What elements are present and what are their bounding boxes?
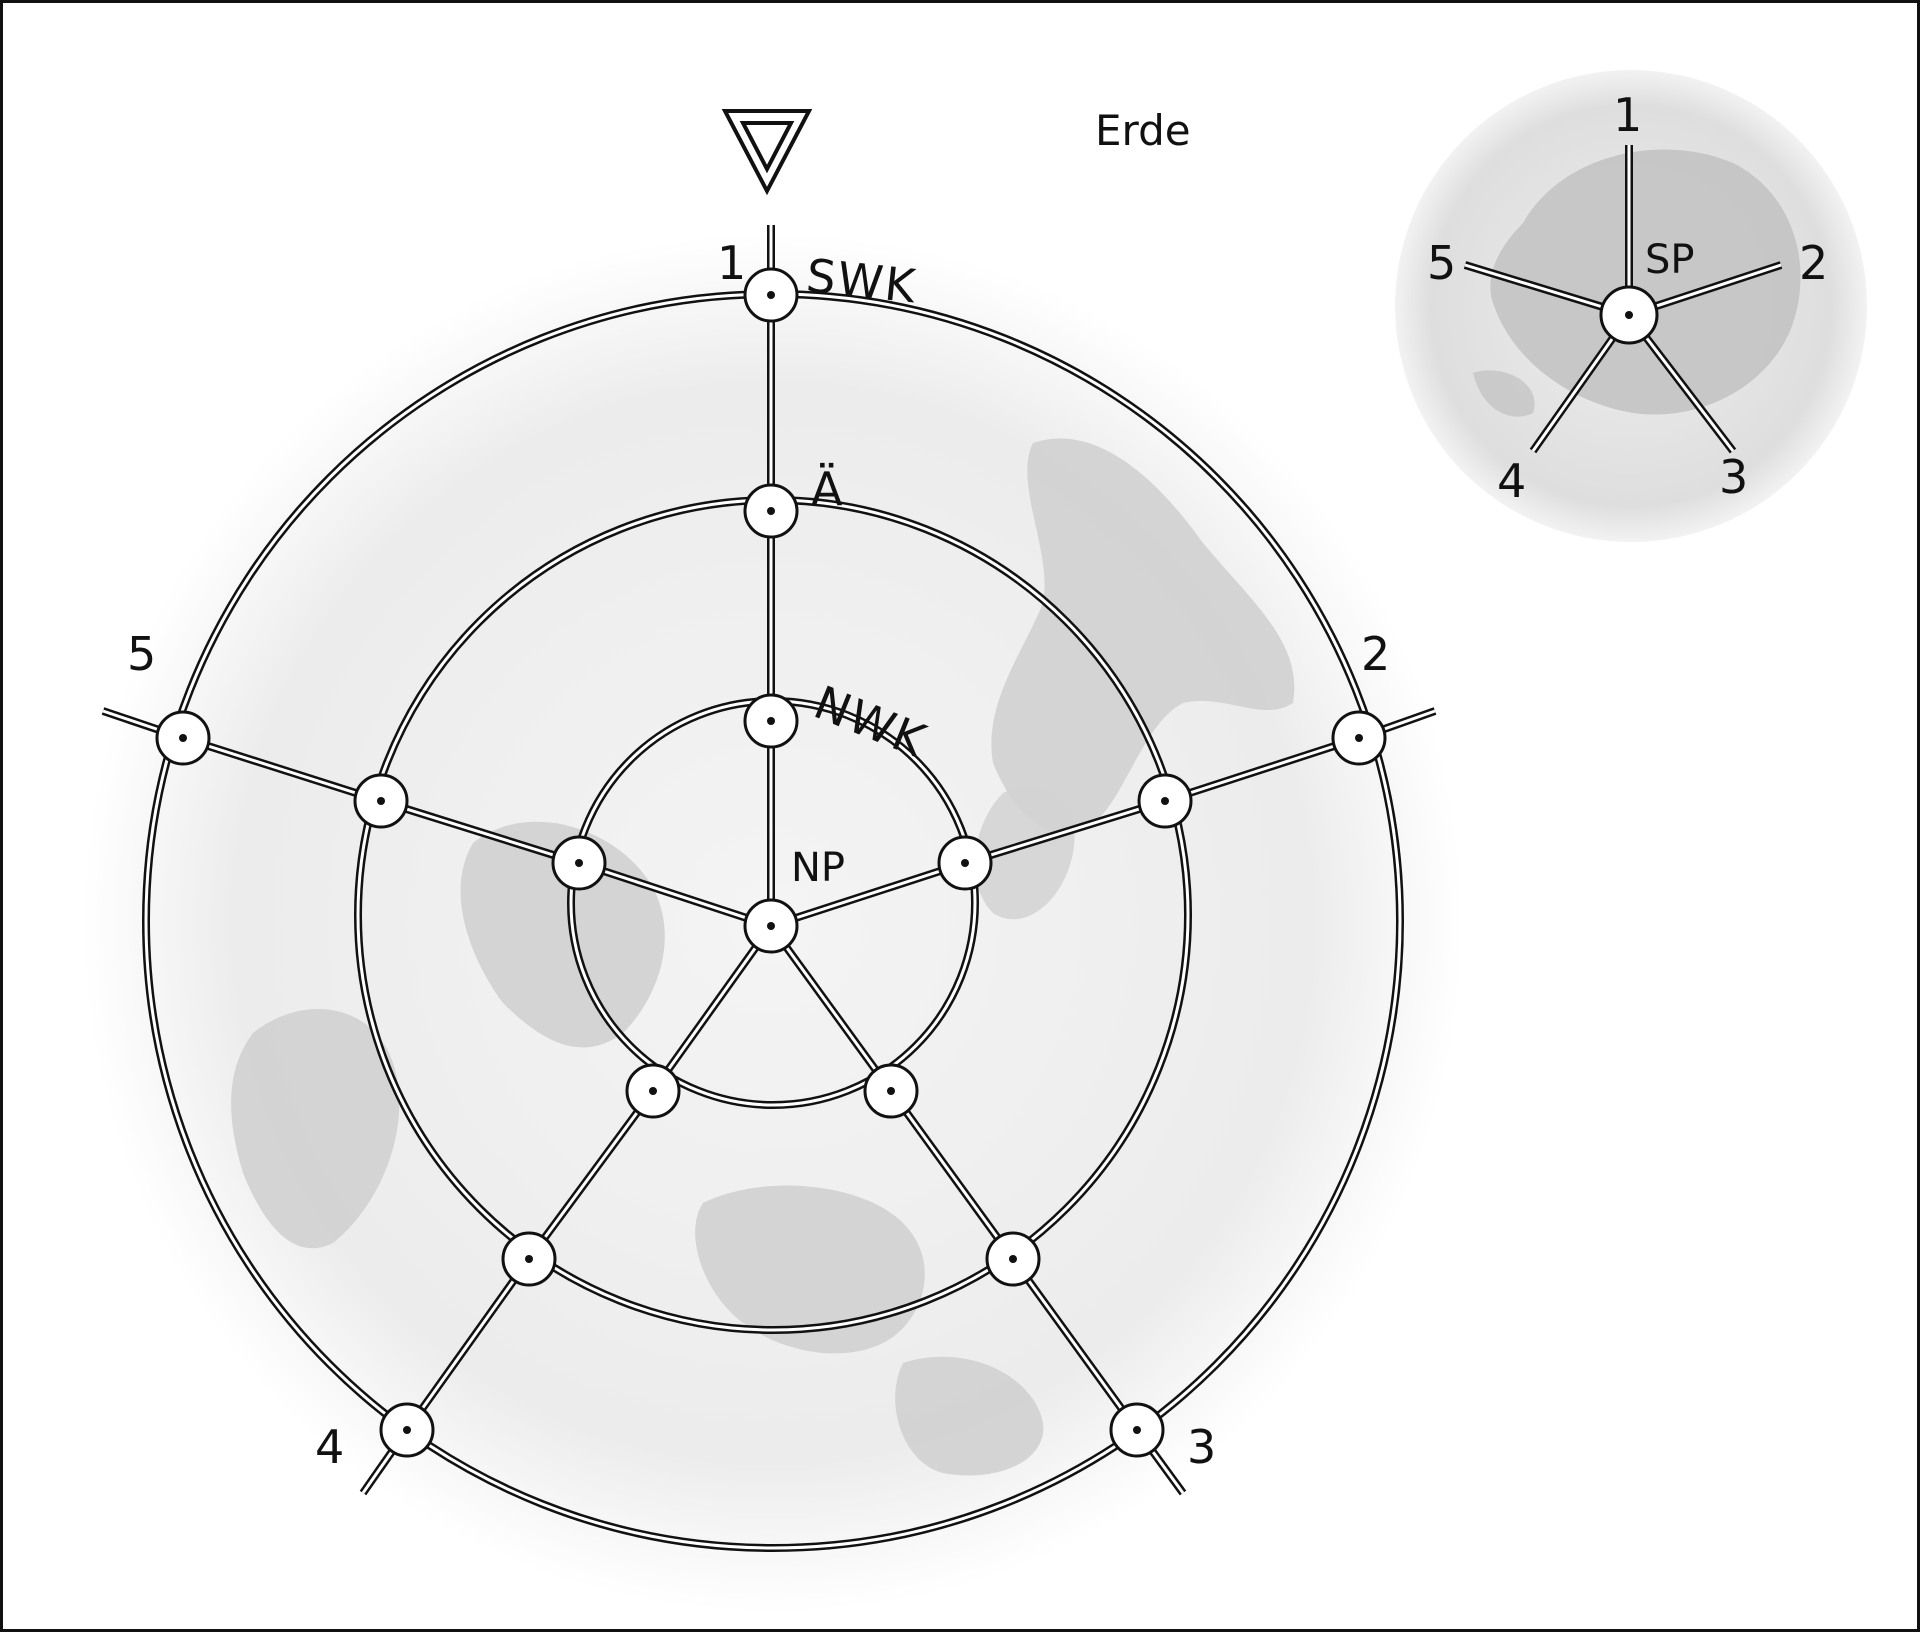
land-australia [895,1356,1044,1476]
label-north-pole: NP [791,845,845,891]
grid-nodes [155,267,1659,1458]
node-4-outer [379,1402,435,1458]
land-europe [974,786,1075,920]
node-3-inner [863,1063,919,1119]
inset-spoke-number-2: 2 [1799,236,1828,290]
label-polar-circle-south: SWK [804,248,920,313]
spoke-number-3: 3 [1187,1420,1216,1474]
spoke-5-segment-3 [181,734,383,805]
node-5-middle [353,773,409,829]
node-2-middle [1137,773,1193,829]
node-2-inner [937,835,993,891]
land-south-america [231,1009,400,1249]
node-1-inner [743,693,799,749]
node-3-outer [1109,1402,1165,1458]
land-asia [991,438,1295,834]
spoke-4-segment-2 [525,1088,657,1262]
inset-spoke-number-3: 3 [1719,450,1748,504]
inset-label-south-pole: SP [1645,237,1695,283]
node-4-middle [501,1231,557,1287]
inset-spoke-number-4: 4 [1497,454,1526,508]
spoke-4-segment-3 [403,1256,533,1433]
node-1-middle [743,483,799,539]
inset-node-south-pole [1599,285,1659,345]
land-antarctica [1490,149,1801,415]
spoke-number-4: 4 [315,1420,344,1474]
spoke-5-segment-2 [379,797,581,867]
spoke-5-segment-1 [577,859,773,930]
diagram-title: Erde [1095,106,1191,155]
spoke-3-segment-2 [887,1088,1017,1262]
spoke-2-segment-2 [963,797,1167,867]
polar-diagram: Erde 1 2 3 4 5 SWK Ä NWK NP SP 1 2 3 4 5 [83,70,1867,1613]
spoke-3-segment-3 [1009,1256,1141,1433]
node-4-inner [625,1063,681,1119]
label-equator: Ä [811,462,844,516]
spoke-number-2: 2 [1361,627,1390,681]
inverted-triangle-icon [721,109,813,196]
spoke-number-1: 1 [717,236,746,290]
land-africa [695,1185,925,1354]
inset-spoke-number-5: 5 [1427,236,1456,290]
spoke-4-segment-1 [649,923,775,1094]
land-peninsula [1473,370,1535,417]
inset-spoke-number-1: 1 [1613,88,1642,142]
spoke-3-segment-1 [767,923,895,1094]
node-3-middle [985,1231,1041,1287]
spoke-2-segment-1 [769,859,967,930]
node-5-outer [155,710,211,766]
spoke-2-segment-3 [1163,734,1361,805]
spoke-number-5: 5 [127,627,156,681]
node-north-pole [743,898,799,954]
node-1-outer [743,267,799,323]
node-5-inner [551,835,607,891]
node-2-outer [1331,710,1387,766]
